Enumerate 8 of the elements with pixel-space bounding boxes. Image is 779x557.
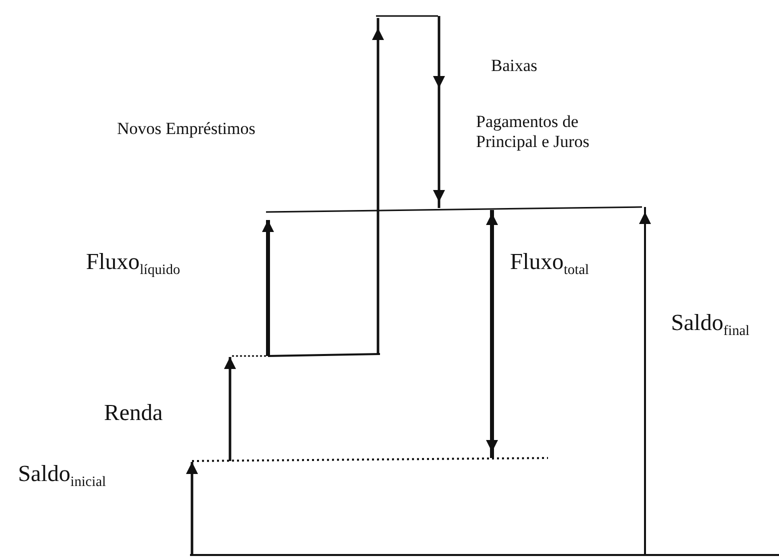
quantity-label: Fluxo$_{total}$ (510, 249, 590, 278)
quantity-label: Renda (104, 400, 163, 426)
flow-label: Novos Empréstimos (117, 119, 256, 139)
quantity-label: Fluxo$_{líquido}$ (86, 249, 180, 278)
quantity-label: Saldo$_{inicial}$ (18, 461, 106, 490)
quantity-label: Saldo$_{final}$ (671, 310, 750, 340)
flow-label: Baixas (491, 56, 538, 76)
flow-label: Pagamentos de Principal e Juros (476, 112, 590, 152)
